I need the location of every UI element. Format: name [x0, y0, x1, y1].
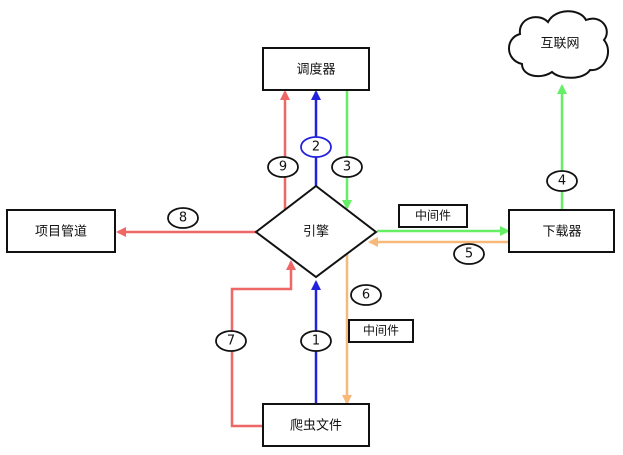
svg-text:1: 1 — [312, 334, 320, 349]
scheduler-box: 调度器 — [262, 47, 370, 91]
spider-label: 爬虫文件 — [290, 419, 342, 434]
internet-label: 互联网 — [540, 37, 579, 52]
step-4-badge: 4 — [546, 170, 578, 192]
step-8-badge: 8 — [167, 207, 199, 229]
downloader-middleware-label: 中间件 — [415, 208, 451, 223]
svg-text:7: 7 — [227, 334, 235, 349]
svg-text:6: 6 — [362, 288, 370, 303]
svg-text:4: 4 — [558, 174, 566, 189]
engine-diamond: 引擎 — [254, 184, 378, 279]
downloader-box: 下载器 — [508, 209, 615, 253]
scheduler-label: 调度器 — [296, 62, 335, 78]
pipeline-label: 项目管道 — [35, 225, 87, 240]
spider-middleware-tag: 中间件 — [348, 319, 414, 343]
downloader-label: 下载器 — [542, 225, 581, 240]
arrow-spider-to-engine-red — [230, 260, 296, 428]
svg-text:5: 5 — [465, 247, 473, 262]
svg-text:8: 8 — [179, 211, 187, 226]
step-9-badge: 9 — [267, 156, 299, 178]
step-7-badge: 7 — [215, 330, 247, 352]
step-5-badge: 5 — [453, 243, 485, 265]
svg-text:3: 3 — [343, 160, 351, 175]
svg-text:2: 2 — [312, 140, 320, 155]
spider-middleware-label: 中间件 — [363, 323, 399, 338]
step-3-badge: 3 — [331, 156, 363, 178]
pipeline-box: 项目管道 — [6, 209, 116, 253]
step-2-badge: 2 — [300, 136, 332, 158]
downloader-middleware-tag: 中间件 — [398, 204, 468, 228]
spider-box: 爬虫文件 — [262, 403, 370, 447]
svg-text:9: 9 — [279, 160, 287, 175]
engine-label: 引擎 — [303, 225, 329, 240]
internet-cloud: 互联网 — [508, 10, 609, 79]
step-6-badge: 6 — [350, 284, 382, 306]
step-1-badge: 1 — [300, 330, 332, 352]
